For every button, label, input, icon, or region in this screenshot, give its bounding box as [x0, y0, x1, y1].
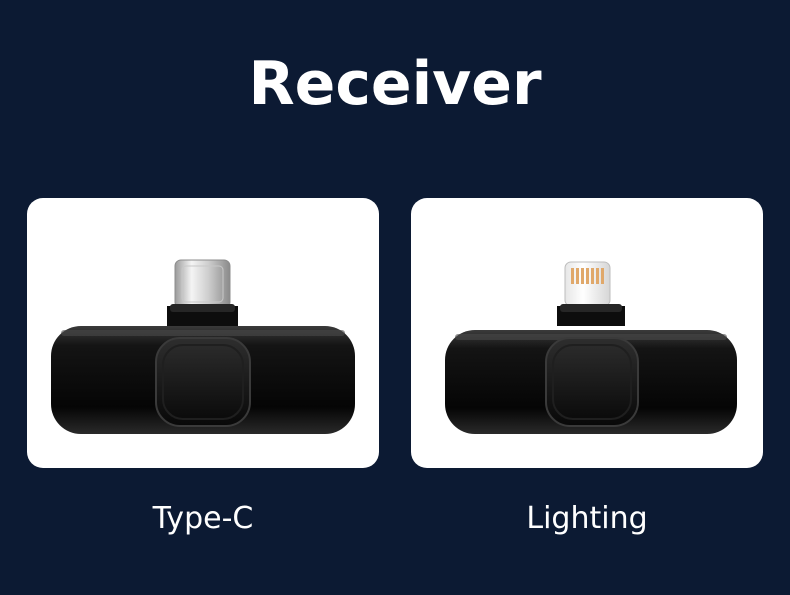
lightning-connector	[564, 261, 611, 307]
usb-c-connector	[174, 259, 231, 309]
type-c-label: Type-C	[152, 501, 254, 536]
page-title: Receiver	[248, 49, 542, 119]
lightning-receiver-image	[445, 261, 737, 434]
type-c-receiver-image	[51, 259, 355, 434]
product-card-lightning	[411, 198, 763, 468]
product-card-type-c	[27, 198, 379, 468]
center-button	[545, 337, 639, 427]
lightning-label: Lighting	[526, 501, 648, 536]
center-button	[155, 337, 251, 427]
